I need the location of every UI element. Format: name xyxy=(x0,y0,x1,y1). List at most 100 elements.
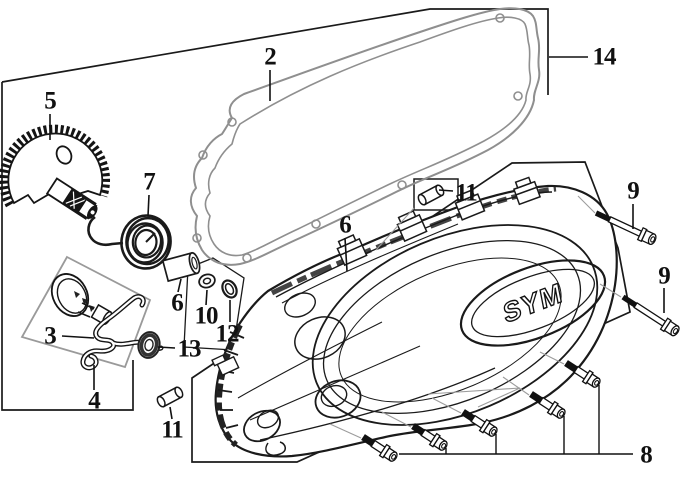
callout-5: 5 xyxy=(44,88,57,140)
flange-bolt-8 xyxy=(461,409,498,437)
gasket-hole xyxy=(495,13,505,23)
callout-11: 11 xyxy=(438,180,478,207)
dowel-pin-lower xyxy=(156,386,184,408)
callout-14: 14 xyxy=(549,44,618,71)
callout-number: 5 xyxy=(44,88,56,115)
ratchet-group-box xyxy=(20,255,152,369)
gasket-hole xyxy=(513,91,523,101)
gasket-outer-edge xyxy=(189,7,541,266)
callout-2: 2 xyxy=(264,44,277,101)
oil-seal-washer xyxy=(137,331,161,359)
gear-face xyxy=(7,132,104,205)
callout-number: 13 xyxy=(178,336,202,363)
callout-leader xyxy=(157,346,176,349)
callout-leader xyxy=(169,406,173,420)
callout-7: 7 xyxy=(143,169,156,217)
sym-logo-plate-outer xyxy=(459,259,607,347)
callout-10: 10 xyxy=(195,289,219,330)
cover-left-dark-band xyxy=(215,323,243,448)
gasket-hole xyxy=(242,253,252,263)
dowel-pin-upper xyxy=(417,184,445,206)
callout-number: 3 xyxy=(44,323,56,350)
callout-leader xyxy=(61,335,95,339)
callout-number: 14 xyxy=(593,44,618,71)
o-ring xyxy=(221,279,238,299)
callout-9: 9 xyxy=(627,178,640,229)
cover-group-box xyxy=(191,161,631,463)
callout-number: 2 xyxy=(264,44,276,71)
flange-bolt-8 xyxy=(564,360,601,388)
pulley-boss-outer xyxy=(314,379,362,419)
cover-sweep-1 xyxy=(259,367,496,441)
flange-bolt-9-upper xyxy=(594,210,657,246)
gasket-bolt-holes xyxy=(192,13,523,263)
bolt-boss xyxy=(454,189,486,221)
callout-6: 6 xyxy=(339,212,352,272)
callout-leader xyxy=(205,289,208,306)
gasket-hole xyxy=(397,180,407,190)
bushing xyxy=(161,251,201,283)
callout-3: 3 xyxy=(44,323,95,350)
callout-12: 12 xyxy=(216,300,240,348)
belt-face-outer-ring xyxy=(311,224,599,426)
ratchet-tooth xyxy=(74,291,80,298)
gasket-hole xyxy=(192,233,202,243)
ratchet-flange-outer xyxy=(50,273,90,317)
mid-boss-ellipse xyxy=(294,316,346,360)
callout-number: 4 xyxy=(88,388,101,415)
cover-sweep-2 xyxy=(249,345,421,421)
callout-number: 6 xyxy=(339,212,351,239)
dowel-pin-box xyxy=(413,178,459,211)
callout-number: 11 xyxy=(161,417,183,444)
callout-number: 9 xyxy=(627,178,639,205)
hardware-layer xyxy=(156,184,680,462)
callout-leader xyxy=(438,189,454,192)
gasket-hole xyxy=(198,150,208,160)
gasket-hole xyxy=(227,117,237,127)
callout-number: 11 xyxy=(455,180,477,207)
flange-bolt-8 xyxy=(361,434,398,462)
callout-6: 6 xyxy=(171,278,184,317)
frame-left-box xyxy=(1,82,134,411)
kick-sector-gear xyxy=(0,124,110,220)
callout-4: 4 xyxy=(88,365,102,415)
kick-shaft-boss-inner xyxy=(256,409,280,429)
callout-number: 10 xyxy=(195,303,219,330)
callout-11: 11 xyxy=(161,406,184,444)
crankcase-cover: SYM xyxy=(211,176,618,458)
callout-leader xyxy=(147,194,150,217)
callout-number: 6 xyxy=(171,290,183,317)
cover-bottom-lug xyxy=(265,441,286,456)
flange-bolt-8 xyxy=(411,423,448,451)
left-small-boss xyxy=(211,354,240,377)
spring-hook xyxy=(87,215,124,247)
frame-top-outline xyxy=(1,8,549,95)
kick-return-spring xyxy=(87,214,172,270)
ratchet-flange-inner xyxy=(56,278,88,314)
gear-hole xyxy=(55,145,73,165)
flange-bolt-8 xyxy=(529,391,566,419)
flange-bolt-9-lower xyxy=(621,294,680,337)
small-washer xyxy=(198,273,216,289)
callout-9: 9 xyxy=(658,263,671,313)
cover-sweep-3 xyxy=(237,321,383,399)
callout-leader xyxy=(344,237,348,272)
callout-8: 8 xyxy=(399,385,653,469)
bolt-boss xyxy=(512,176,542,206)
gasket xyxy=(189,7,541,266)
callout-leader xyxy=(177,278,182,293)
pulley-boss-inner xyxy=(320,384,348,408)
gasket-hole xyxy=(311,219,321,229)
callout-number: 8 xyxy=(640,442,652,469)
callout-13: 13 xyxy=(157,336,202,363)
kick-ratchet-assembly xyxy=(50,273,113,326)
gasket-inner-edge xyxy=(204,16,532,257)
callout-number: 7 xyxy=(143,169,155,196)
belt-face-third-ring xyxy=(338,257,562,403)
explode-lines xyxy=(329,195,622,439)
callout-number: 12 xyxy=(216,321,240,348)
gear-spindle-shaft xyxy=(45,177,98,220)
